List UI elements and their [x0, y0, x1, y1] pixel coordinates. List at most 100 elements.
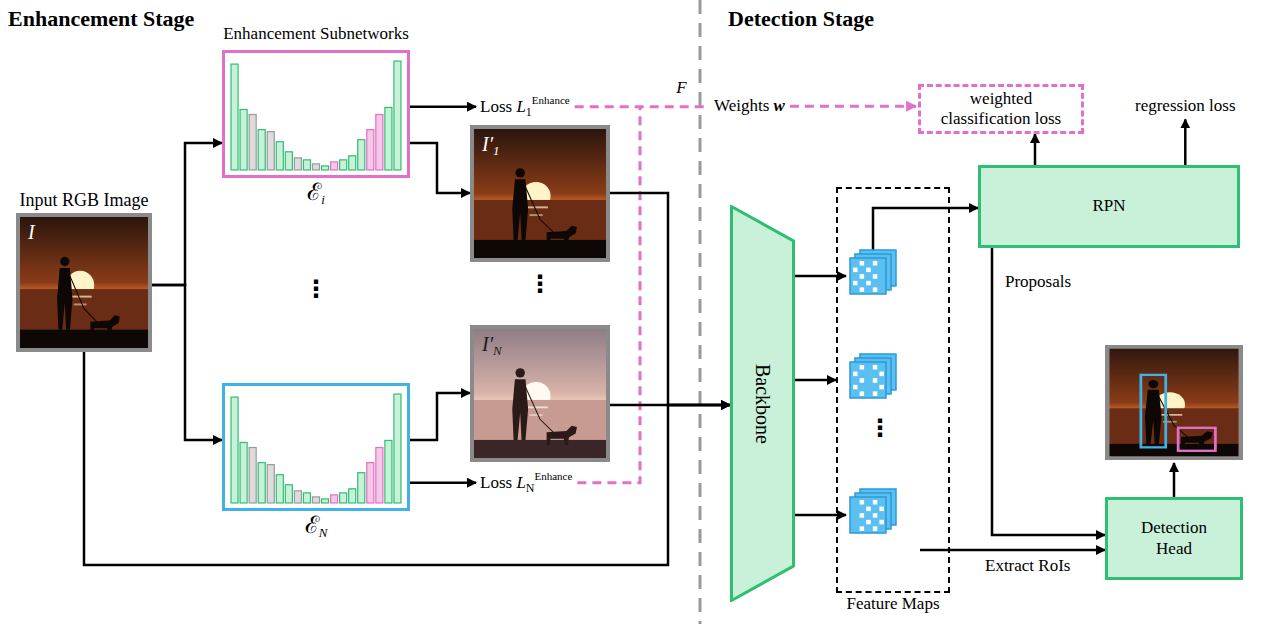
stage-separator	[699, 0, 702, 624]
loss-arrow	[1184, 119, 1187, 165]
image-symbol: I′	[482, 133, 493, 155]
feature-cell	[879, 520, 884, 525]
subscript: i	[321, 192, 325, 207]
feature-line	[920, 549, 950, 552]
ground	[474, 240, 606, 258]
feature-cell	[853, 385, 858, 390]
feature-cell	[873, 526, 878, 531]
feature-cell	[866, 507, 871, 512]
output-image	[1105, 345, 1243, 460]
rpn-box: RPN	[978, 165, 1240, 248]
enhancement-subnetwork: ℰi	[222, 50, 410, 178]
reflection	[529, 214, 542, 216]
histogram-bar	[267, 132, 274, 170]
histogram-bar	[376, 448, 383, 503]
histogram-bar	[312, 164, 319, 170]
function-label: F	[672, 78, 687, 98]
histogram-bar	[285, 152, 292, 170]
histogram-bar	[258, 463, 265, 503]
feature-cell	[853, 268, 858, 273]
detection-head-box: Detection Head	[1105, 497, 1243, 580]
stage-heading-text: Enhancement Stage	[8, 6, 194, 31]
stage-heading-text: Detection Stage	[728, 6, 874, 31]
image-symbol: I	[28, 221, 35, 243]
feature-cell	[879, 372, 884, 377]
sky	[1105, 345, 1243, 460]
water	[20, 289, 148, 348]
feature-cell	[860, 513, 865, 518]
enhanced-image: I′N	[470, 325, 610, 462]
histogram-bar	[358, 140, 365, 170]
loss-label-text: N	[526, 481, 535, 495]
trapezoid-outline	[732, 207, 794, 601]
backbone-trapezoid: Backbone	[730, 205, 795, 602]
feature-cell	[873, 287, 878, 292]
feature-cell	[873, 500, 878, 505]
feature-map-layer	[850, 258, 886, 294]
histogram-bar	[267, 465, 274, 503]
text-group: I	[28, 220, 35, 244]
feature-cell	[860, 526, 865, 531]
feature-cell	[853, 281, 858, 286]
histogram-bar	[385, 107, 392, 170]
histogram-bar	[349, 489, 356, 503]
histogram-bar	[394, 61, 401, 170]
histogram-bar	[231, 397, 238, 503]
edge-label-text: Proposals	[1005, 272, 1071, 291]
feature-cell	[873, 391, 878, 396]
histogram-bar	[331, 162, 338, 170]
loss-label-text: Enhance	[532, 94, 570, 106]
loss-label-text: regression loss	[1135, 96, 1236, 115]
feature-arrow	[795, 275, 846, 278]
ellipsis-text: ⋮	[528, 270, 552, 298]
histogram-bar	[340, 160, 347, 170]
connector-arrow	[1034, 134, 1037, 165]
feature-arrow	[795, 514, 846, 517]
feature-map-layer	[850, 497, 886, 533]
histogram-bar	[349, 156, 356, 170]
feature-cell	[860, 378, 865, 383]
node-caption: ℰ	[305, 512, 319, 538]
ellipsis-text: ⋮	[868, 414, 892, 442]
sky	[474, 129, 606, 258]
connector-arrow	[950, 207, 978, 210]
group-heading-text: Enhancement Subnetworks	[223, 24, 409, 43]
leash	[1159, 397, 1188, 437]
histogram-bar	[285, 485, 292, 503]
connector-arrow	[950, 549, 1105, 552]
stage-heading: Detection Stage	[728, 6, 874, 32]
connector-arrow	[410, 393, 470, 440]
histogram-bar	[240, 442, 247, 502]
connector-arrow	[84, 352, 730, 565]
histogram-bar	[394, 394, 401, 503]
text-group: I′1	[482, 132, 500, 159]
function-label-text: F	[676, 78, 686, 97]
feature-cell	[866, 281, 871, 286]
group-heading: Enhancement Subnetworks	[223, 24, 409, 44]
feature-maps-box: Feature Maps	[836, 187, 950, 593]
histogram-bar	[367, 463, 374, 503]
histogram-bar	[231, 64, 238, 170]
leash	[525, 187, 553, 232]
feature-cell	[866, 520, 871, 525]
stage-heading: Enhancement Stage	[8, 6, 194, 32]
subscript: N	[319, 525, 328, 540]
loss-label-text: Enhance	[535, 470, 573, 482]
feature-cell	[873, 365, 878, 370]
leash	[70, 276, 97, 322]
histogram-bar	[358, 473, 365, 503]
input-image: Input RGB ImageI	[16, 213, 152, 352]
bbox	[1178, 428, 1215, 451]
feature-cell	[873, 261, 878, 266]
water	[1105, 408, 1243, 460]
feature-line	[873, 208, 950, 250]
edge-label: Extract RoIs	[983, 556, 1072, 576]
node-label: Backbone	[751, 364, 775, 444]
dog	[90, 315, 119, 335]
image-frame	[1107, 347, 1241, 459]
leash	[525, 387, 553, 432]
connector-arrow	[992, 248, 1105, 535]
weight-mapping-line	[575, 105, 709, 108]
feature-map-icon	[850, 354, 896, 398]
connector-arrow	[795, 379, 836, 382]
